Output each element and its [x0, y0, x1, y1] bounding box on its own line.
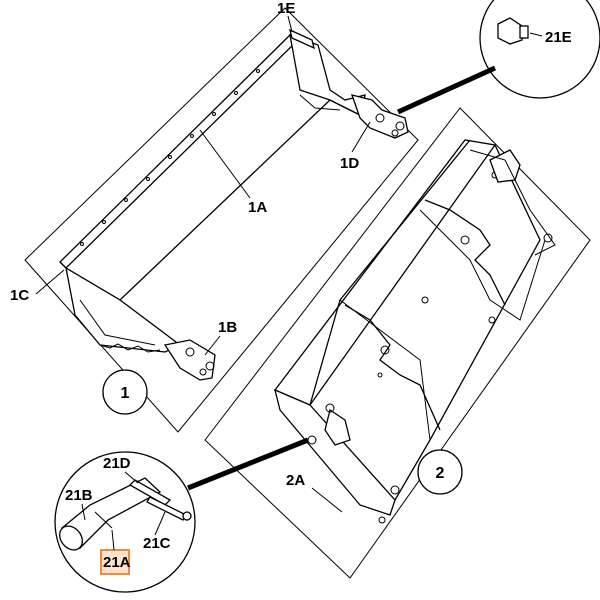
- bucket-2: [273, 139, 556, 524]
- label-21c: 21C: [143, 535, 171, 552]
- label-1c: 1C: [10, 287, 29, 304]
- label-2a: 2A: [286, 472, 305, 489]
- panel-2-frame: [204, 107, 591, 579]
- inset-21e: 21E: [479, 0, 600, 99]
- hitch-bracket-1d: [350, 94, 409, 139]
- label-21b: 21B: [65, 487, 93, 504]
- label-21e: 21E: [545, 29, 572, 46]
- inset-21-pin: 21D 21B 21C 21A: [54, 451, 196, 593]
- label-21d: 21D: [103, 455, 131, 472]
- label-21a: 21A: [103, 554, 131, 571]
- svg-text:2: 2: [436, 465, 445, 482]
- label-1b: 1B: [218, 319, 237, 336]
- label-1d: 1D: [340, 155, 359, 172]
- callout-2: 2: [417, 449, 463, 495]
- svg-text:1: 1: [121, 385, 130, 402]
- bucket-1: [59, 28, 409, 381]
- label-1e: 1E: [277, 0, 295, 17]
- label-1a: 1A: [248, 199, 267, 216]
- hitch-bracket-1b: [163, 339, 216, 381]
- panel-1-frame: [24, 7, 419, 433]
- label-21a-highlight: [100, 549, 130, 575]
- callout-1: 1: [102, 369, 148, 415]
